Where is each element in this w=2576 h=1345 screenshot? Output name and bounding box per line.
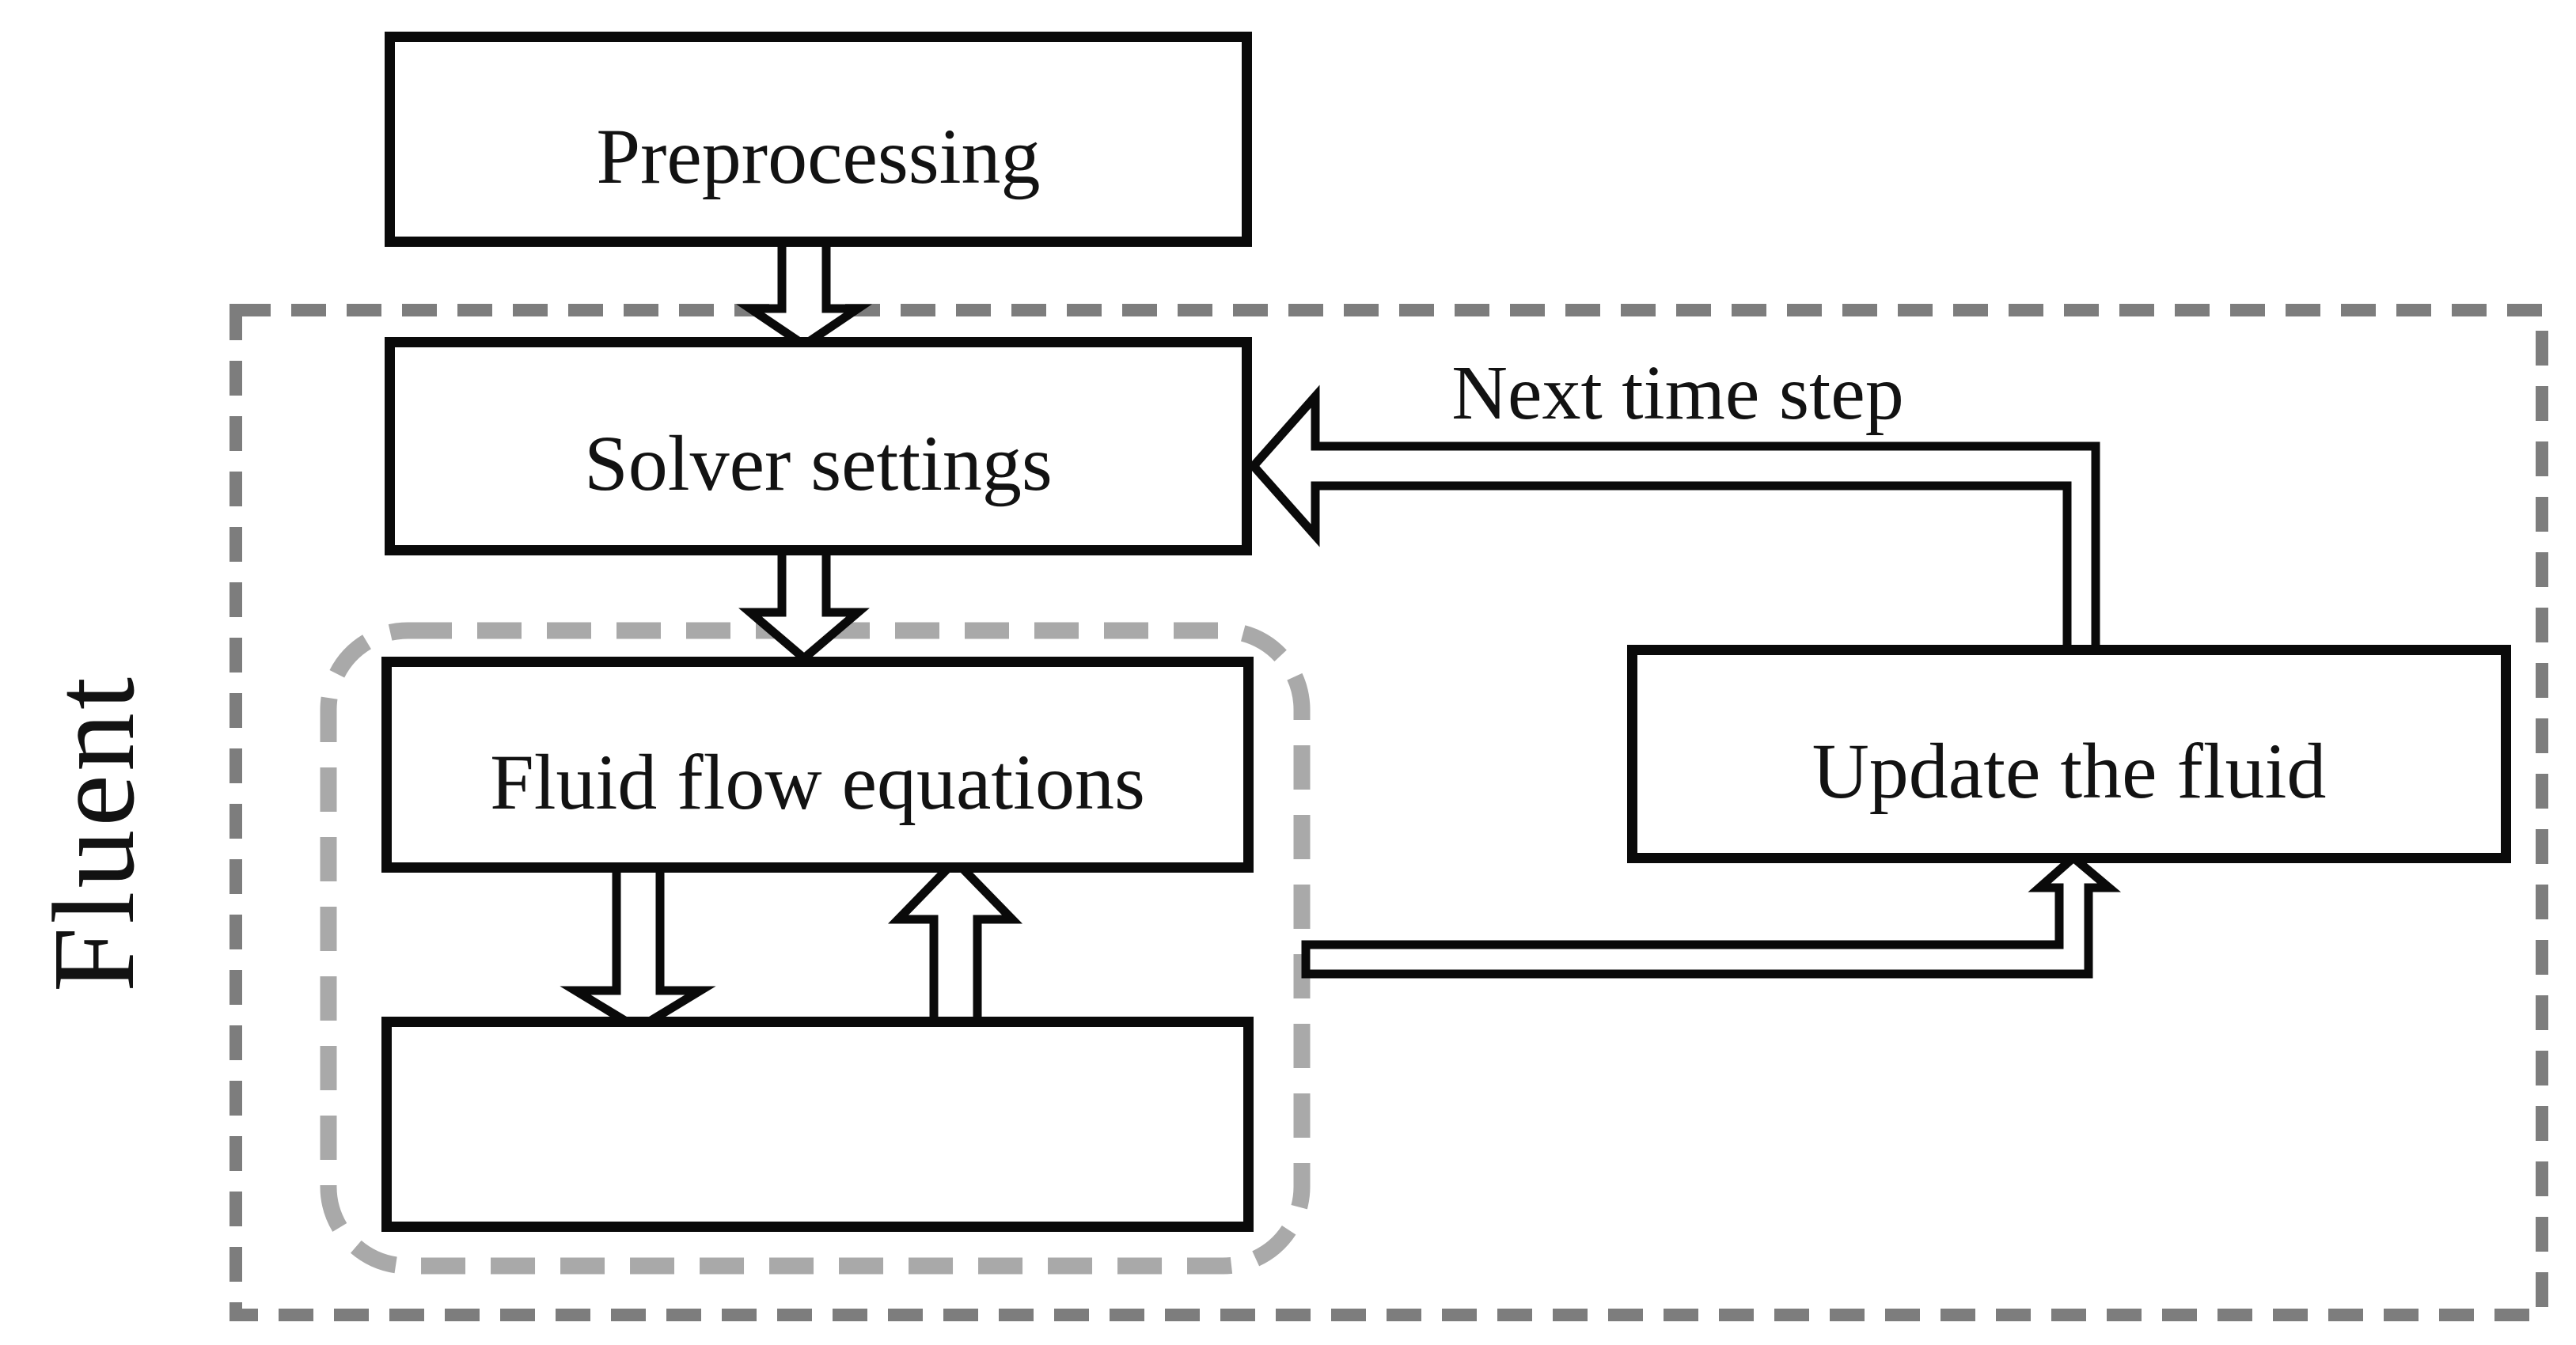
fluent-outer-dashed-boundary <box>230 304 2548 1321</box>
fluid-flow-equations-label: Fluid flow equations <box>490 737 1145 826</box>
preprocessing-label: Preprocessing <box>596 112 1041 200</box>
arrow-down-solver-to-fluid-icon <box>738 543 870 665</box>
preprocessing-box: Preprocessing <box>385 32 1252 247</box>
update-the-fluid-label: Update the fluid <box>1812 727 2327 815</box>
inner-coupling-dashed-group <box>320 622 1311 1275</box>
solver-settings-label: Solver settings <box>584 419 1053 507</box>
fluent-side-label: Fluent <box>29 673 159 993</box>
arrow-down-fluid-to-empty-icon <box>560 862 716 1034</box>
update-fluid-feed-arrow-icon <box>1301 851 2122 979</box>
fluid-flow-equations-box: Fluid flow equations <box>381 657 1254 873</box>
arrow-up-empty-to-fluid-icon <box>887 854 1023 1028</box>
solver-settings-box: Solver settings <box>385 337 1252 555</box>
next-time-step-label: Next time step <box>1451 350 1904 436</box>
update-the-fluid-box: Update the fluid <box>1627 645 2511 863</box>
empty-box <box>381 1017 1254 1232</box>
arrow-down-preprocessing-to-solver-icon <box>736 233 872 350</box>
